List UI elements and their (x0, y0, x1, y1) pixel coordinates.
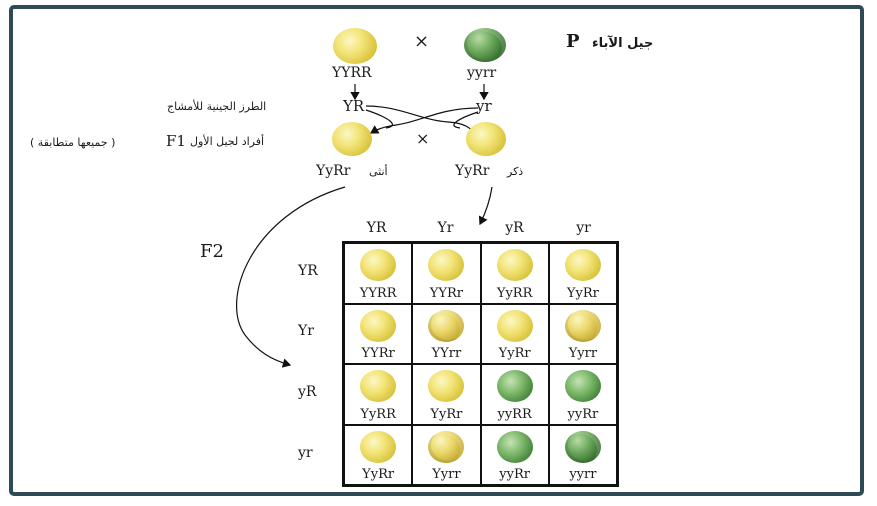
punnett-cell-genotype: yyRR (497, 406, 532, 422)
punnett-cell-genotype: yyrr (569, 467, 597, 482)
f2-label: F2 (200, 241, 224, 262)
punnett-cell-genotype: YyRR (360, 406, 396, 422)
row-header-Yr: Yr (298, 323, 314, 339)
punnett-cell-genotype: YyRr (430, 406, 463, 422)
punnett-cell: yyRR (480, 364, 549, 425)
f1-female-label: أنثى (369, 165, 388, 178)
f1-label: F1 (166, 132, 186, 150)
yellow-round-pea (360, 370, 397, 402)
punnett-cell-genotype: Yyrr (432, 467, 461, 482)
col-header-yR: yR (505, 220, 524, 236)
col-header-yr: yr (576, 220, 591, 236)
f1-male-pea (466, 122, 506, 156)
punnett-cell: Yyrr (412, 424, 481, 485)
f1-generation-label: أفراد لجيل الأول (190, 135, 265, 148)
f1-male-genotype: YyRr (455, 163, 490, 179)
punnett-cell-genotype: YyRr (498, 346, 531, 361)
punnett-cell-genotype: YYRR (359, 285, 397, 301)
punnett-cell-genotype: YyRR (496, 285, 533, 301)
f1-cross-symbol: × (416, 129, 430, 148)
punnett-cell: YyRr (344, 424, 413, 485)
punnett-cell: YYRR (344, 243, 413, 304)
punnett-cell-genotype: YYrr (431, 346, 462, 361)
yellow-round-pea (428, 370, 465, 402)
punnett-cell: Yyrr (548, 303, 617, 364)
green-round-pea (564, 370, 601, 402)
row-header-YR: YR (298, 263, 318, 279)
arrow-gamete-yr-to-female (369, 107, 479, 134)
f1-female-pea (332, 122, 372, 156)
arrow-male-to-grid (478, 186, 493, 226)
punnett-cell-genotype: Yyrr (568, 346, 598, 361)
parent1-pea (333, 28, 377, 64)
yellow-wrinkled-pea (428, 430, 465, 463)
punnett-cell-genotype: yyRr (499, 467, 530, 482)
parent1-genotype: YYRR (332, 65, 372, 81)
parent2-genotype: yyrr (467, 65, 497, 81)
punnett-cell: YyRR (344, 364, 413, 425)
parental-generation-label: جيل الآباء (592, 36, 654, 51)
yellow-round-pea (496, 309, 533, 342)
yellow-round-pea (428, 249, 465, 281)
punnett-cell: YyRr (480, 303, 549, 364)
punnett-cell: YYRr (344, 303, 413, 364)
green-round-pea (496, 370, 533, 402)
yellow-round-pea (564, 249, 601, 281)
yellow-wrinkled-pea (428, 309, 465, 342)
arrow-gamete-yR-to-female (365, 109, 393, 129)
gamete1-genotype: YR (343, 97, 365, 115)
parental-p-label: P (566, 31, 580, 52)
col-header-Yr: Yr (437, 220, 454, 236)
row-header-yR: yR (298, 384, 317, 400)
punnett-cell-genotype: YyRr (566, 285, 599, 301)
punnett-cell: YYrr (412, 303, 481, 364)
green-round-pea (496, 430, 533, 463)
f1-male-label: ذكر (507, 165, 524, 178)
yellow-round-pea (360, 309, 397, 342)
punnett-cell: YyRR (480, 243, 549, 304)
punnett-cell-genotype: YYRr (429, 285, 463, 301)
parental-cross-symbol: × (414, 31, 430, 52)
yellow-round-pea (360, 249, 397, 281)
yellow-round-pea (360, 430, 397, 463)
arrow-gamete-yr-to-male (453, 111, 479, 129)
gamete2-genotype: yr (476, 97, 492, 115)
punnett-cell: YyRr (412, 364, 481, 425)
punnett-cell: yyrr (548, 424, 617, 485)
punnett-cell: YYRr (412, 243, 481, 304)
punnett-cell: yyRr (548, 364, 617, 425)
punnett-cell-genotype: YYRr (361, 346, 395, 361)
f1-note: ( جميعها متطابقة ) (30, 136, 116, 149)
gamete-genotype-label: الطرز الجينية للأمشاج (167, 100, 267, 113)
yellow-wrinkled-pea (564, 309, 601, 342)
f1-female-genotype: YyRr (316, 163, 351, 179)
parent2-pea (464, 28, 506, 62)
punnett-cell-genotype: yyRr (567, 406, 599, 422)
punnett-cell-genotype: YyRr (362, 467, 395, 482)
punnett-cell: YyRr (548, 243, 617, 304)
green-wrinkled-pea (564, 430, 601, 463)
col-header-YR: YR (366, 220, 387, 236)
punnett-cell: yyRr (480, 424, 549, 485)
row-header-yr: yr (298, 445, 313, 461)
yellow-round-pea (496, 249, 533, 281)
arrow-female-to-f2 (236, 186, 346, 368)
